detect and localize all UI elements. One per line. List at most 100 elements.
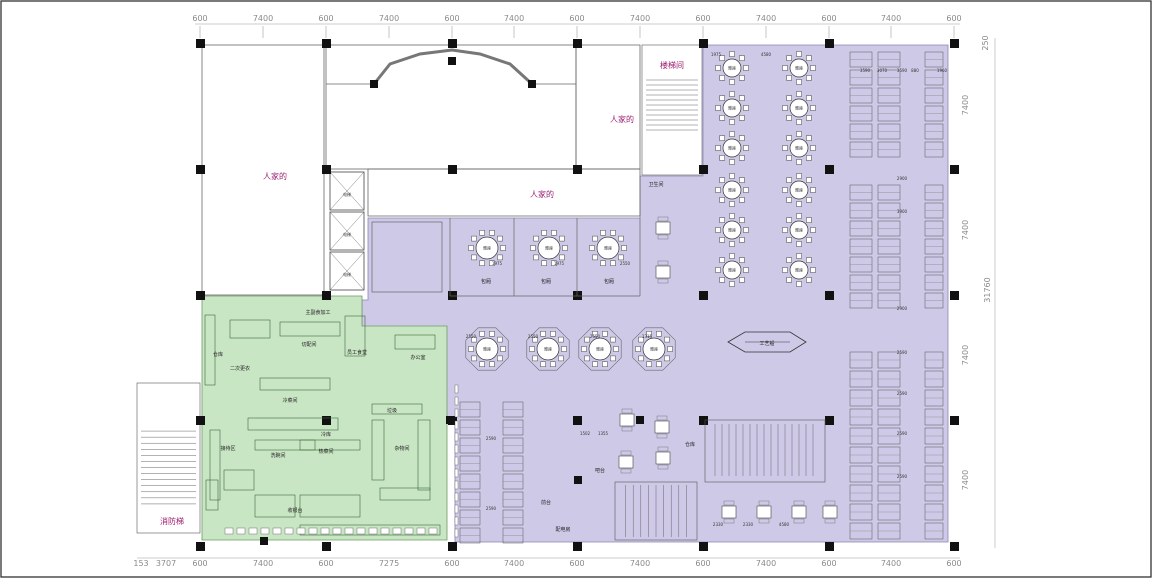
bottom-dimension-label: 600	[569, 559, 584, 568]
kitchen-fixture	[254, 439, 316, 451]
inner-dimension-label: 1315	[642, 334, 653, 339]
kitchen-sink	[308, 527, 318, 535]
column	[528, 80, 536, 88]
chair	[739, 135, 745, 141]
column	[699, 542, 708, 551]
chair	[715, 65, 721, 71]
chair	[559, 254, 565, 261]
bottom-dimension-label: 7275	[379, 559, 399, 568]
right-dimension-label: 31760	[983, 277, 992, 302]
chair	[533, 254, 539, 261]
elevator-shaft	[329, 251, 365, 291]
dining-room-label: 工艺船	[759, 340, 774, 347]
column	[448, 39, 457, 48]
column	[950, 165, 959, 174]
chair	[786, 217, 792, 223]
column	[448, 291, 457, 300]
kitchen-fixture	[344, 315, 366, 357]
inner-dimension-label: 3070	[877, 68, 888, 73]
kitchen-room-label: 接待区	[220, 445, 235, 452]
kitchen-room-label: 冷菜间	[282, 397, 297, 404]
chair	[621, 245, 627, 251]
chair	[782, 145, 788, 151]
chair	[739, 277, 745, 283]
column	[950, 416, 959, 425]
kitchen-fixture	[394, 334, 436, 350]
chair	[471, 336, 477, 343]
chair	[610, 336, 616, 343]
column	[196, 542, 205, 551]
kitchen-room-label: 员工食堂	[347, 349, 367, 356]
kitchen-fixture	[254, 494, 296, 518]
neighbor-block-right	[575, 44, 641, 170]
chair	[786, 75, 792, 81]
chair	[810, 145, 816, 151]
chair	[715, 145, 721, 151]
bottom-dimension-label: 600	[318, 559, 333, 568]
chair	[782, 267, 788, 273]
octagon-booth	[526, 327, 570, 371]
round-table	[722, 98, 742, 118]
stairwell-label: 楼梯间	[660, 60, 684, 70]
octagon-booth	[465, 327, 509, 371]
chair	[558, 336, 564, 343]
bottom-dimension-label: 7400	[756, 559, 776, 568]
chair	[796, 173, 802, 179]
chair	[806, 135, 812, 141]
stairwell-outline	[641, 44, 703, 176]
chair	[500, 245, 506, 251]
kitchen-fixture	[417, 419, 431, 491]
column	[196, 416, 205, 425]
kitchen-sink	[404, 527, 414, 535]
table-label: 雅座	[795, 105, 803, 111]
inner-dimension-label: 1975	[492, 261, 503, 266]
top-dimension-label: 600	[569, 14, 584, 23]
column	[950, 39, 959, 48]
chair	[743, 187, 749, 193]
column	[573, 416, 582, 425]
top-dimension-label: 7400	[630, 14, 650, 23]
elevator-cross	[329, 211, 365, 251]
inner-dimension-label: 2590	[897, 431, 908, 436]
chair	[620, 468, 632, 474]
round-table	[536, 337, 560, 361]
table-label: 雅座	[728, 267, 736, 273]
chair	[592, 331, 598, 337]
chair	[729, 159, 735, 165]
bottom-dimension-label: 600	[946, 559, 961, 568]
neighbor-block-mid	[367, 168, 641, 217]
chair	[810, 65, 816, 71]
round-table	[475, 337, 499, 361]
round-table	[722, 58, 742, 78]
chair	[561, 346, 567, 352]
chair	[796, 91, 802, 97]
chair	[806, 55, 812, 61]
round-table	[588, 337, 612, 361]
chair	[739, 237, 745, 243]
wall-fixture	[454, 420, 459, 430]
chair	[723, 500, 735, 506]
chair	[782, 65, 788, 71]
chair	[739, 197, 745, 203]
inner-dimension-label: 2550	[620, 261, 631, 266]
round-table	[789, 138, 809, 158]
kitchen-sink	[428, 527, 438, 535]
dimension-lines	[137, 23, 996, 559]
kitchen-sink	[392, 527, 402, 535]
chair	[489, 331, 495, 337]
chair	[610, 230, 616, 236]
chair	[810, 187, 816, 193]
chair	[782, 187, 788, 193]
kitchen-sink	[380, 527, 390, 535]
chair	[592, 235, 598, 242]
chair	[618, 235, 624, 242]
chair	[715, 105, 721, 111]
chair	[715, 267, 721, 273]
column	[825, 39, 834, 48]
chair	[558, 355, 564, 362]
chair	[810, 267, 816, 273]
chair	[664, 336, 670, 343]
